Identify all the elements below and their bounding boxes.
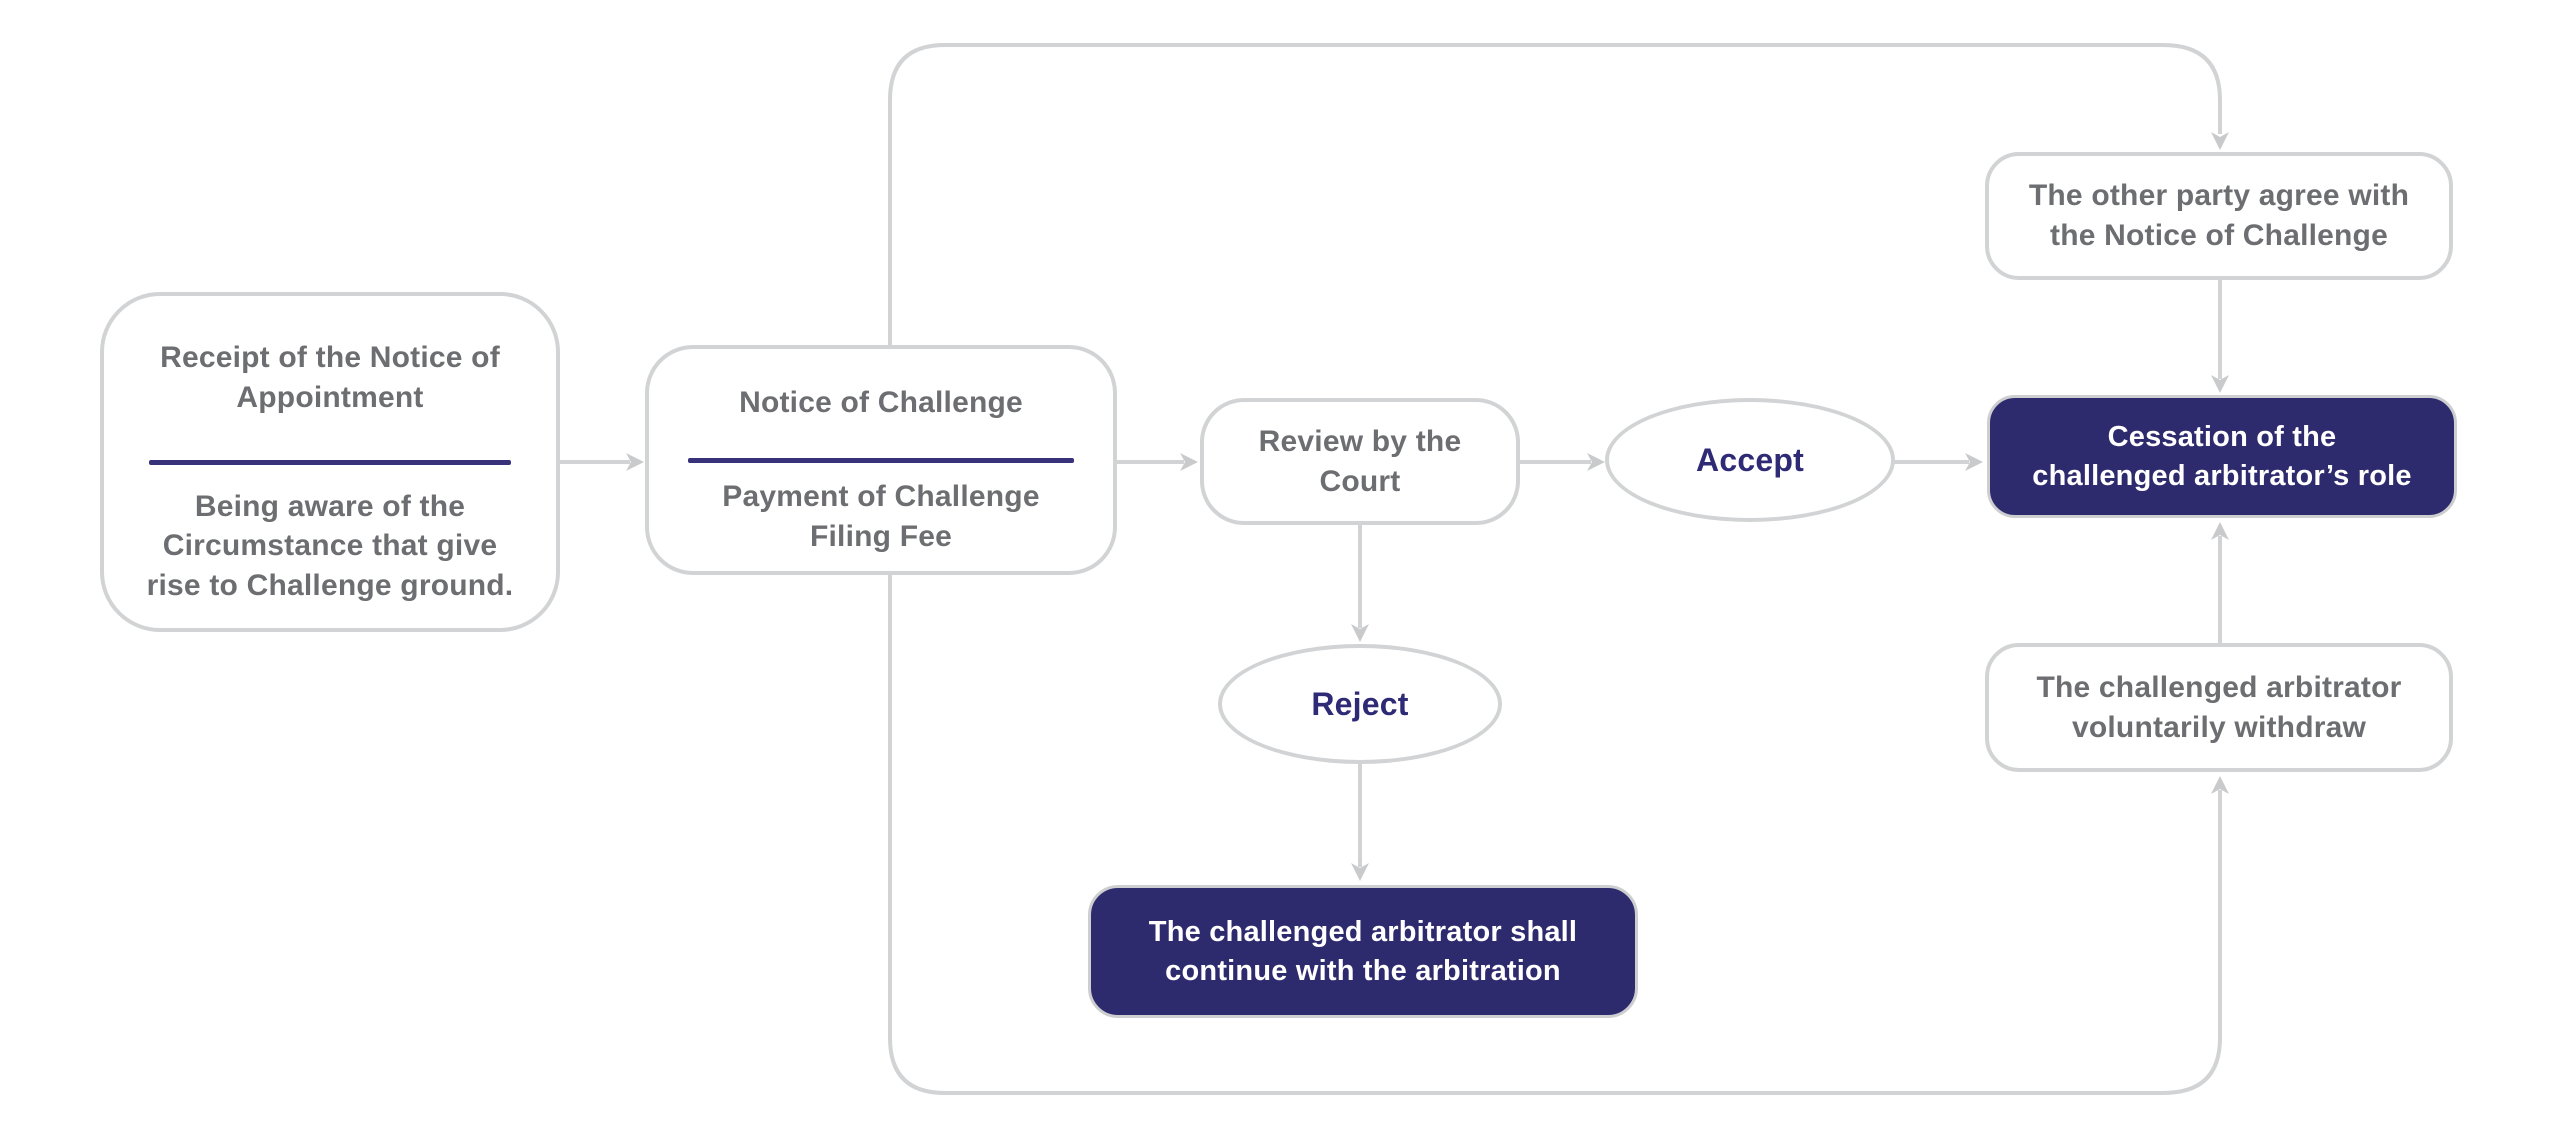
node-label-line: the Notice of Challenge	[2050, 219, 2388, 252]
node-label-line: voluntarily withdraw	[2071, 710, 2367, 744]
node-label-line: Payment of Challenge	[722, 480, 1040, 514]
node-other-party-agree: The other party agree with the Notice of…	[1985, 152, 2453, 280]
node-bottom-text: Payment of Challenge Filing Fee	[649, 463, 1113, 572]
arrowhead-into-review	[1180, 453, 1198, 471]
arrowhead-into-reject	[1351, 624, 1369, 642]
node-label-line: Appointment	[236, 380, 424, 414]
node-label-line: Receipt of the Notice of	[160, 341, 500, 375]
node-label-line: Court	[1319, 464, 1401, 498]
node-bottom-text: Being aware of the Circumstance that giv…	[104, 465, 556, 629]
node-label-line: The challenged arbitrator	[2036, 670, 2402, 704]
arrowhead-into-cessation-left	[1965, 453, 1983, 471]
node-label-line: Cessation of the	[2107, 421, 2337, 454]
arrowhead-into-other-party	[2211, 132, 2229, 150]
node-label-line: Notice of Challenge	[739, 386, 1023, 420]
arrowhead-into-cessation-top	[2211, 375, 2229, 393]
arrowhead-into-accept	[1587, 453, 1605, 471]
node-label-line: continue with the arbitration	[1165, 954, 1561, 987]
node-label-line: The other party agree with	[2028, 179, 2410, 213]
node-label-line: Accept	[1696, 441, 1804, 478]
connector-loop-bottom	[888, 575, 2222, 1095]
node-label-line: Being aware of the	[194, 489, 466, 523]
node-notice-of-challenge: Notice of Challenge Payment of Challenge…	[645, 345, 1117, 575]
node-top-text: Notice of Challenge	[649, 349, 1113, 458]
node-receipt-of-notice-of-appointment: Receipt of the Notice of Appointment Bei…	[100, 292, 560, 632]
connector-loop-top	[888, 43, 2222, 345]
node-label-line: rise to Challenge ground.	[146, 569, 514, 603]
node-label-line: Reject	[1311, 685, 1409, 722]
node-label-line: Circumstance that give	[162, 529, 498, 563]
node-reject: Reject	[1218, 644, 1502, 764]
arrowhead-into-withdraw	[2211, 776, 2229, 794]
node-label-line: The challenged arbitrator shall	[1148, 916, 1578, 949]
node-label-line: challenged arbitrator’s role	[2032, 459, 2412, 492]
arrowhead-into-cessation-bottom	[2211, 522, 2229, 540]
node-accept: Accept	[1605, 398, 1895, 522]
divider-line	[149, 459, 511, 465]
node-review-by-the-court: Review by the Court	[1200, 398, 1520, 525]
arrowhead-into-notice	[626, 453, 644, 471]
node-continue-with-arbitration: The challenged arbitrator shall continue…	[1088, 885, 1638, 1018]
node-cessation-of-arbitrator-role: Cessation of the challenged arbitrator’s…	[1987, 395, 2457, 518]
node-label-line: Review by the	[1258, 424, 1462, 458]
arrowhead-into-continue	[1351, 863, 1369, 881]
divider-line	[688, 457, 1074, 463]
node-voluntary-withdraw: The challenged arbitrator voluntarily wi…	[1985, 643, 2453, 772]
node-label-line: Filing Fee	[809, 519, 952, 553]
node-top-text: Receipt of the Notice of Appointment	[104, 296, 556, 460]
